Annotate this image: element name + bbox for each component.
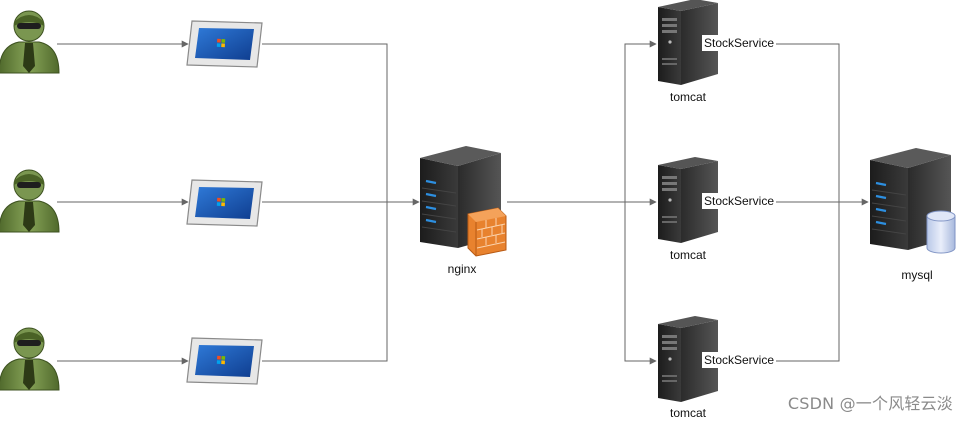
firewall-icon <box>467 207 507 257</box>
tablet-icon <box>186 179 263 227</box>
tablet-icon <box>186 337 263 385</box>
edge-nginx-tomcat3 <box>624 202 657 365</box>
nginx-node: nginx <box>418 144 507 276</box>
watermark: CSDN @一个风轻云淡 <box>787 394 953 413</box>
edge-tablet1-nginx <box>262 43 388 202</box>
tomcat-label: tomcat <box>670 406 707 420</box>
edge-tomcat3-mysql <box>776 202 840 362</box>
mysql-node: mysql <box>868 146 956 282</box>
service-label: StockService <box>704 353 774 367</box>
edges <box>57 40 869 365</box>
service-label: StockService <box>704 36 774 50</box>
edge-tablet3-nginx <box>262 202 388 362</box>
edge-nginx-tomcat1 <box>624 40 657 202</box>
user-icon <box>0 10 60 74</box>
database-icon <box>926 210 956 254</box>
tomcat-label: tomcat <box>670 90 707 104</box>
user-icon <box>0 327 60 391</box>
tomcat-node-2: StockService tomcat <box>658 157 776 262</box>
nginx-label: nginx <box>448 262 477 276</box>
mysql-label: mysql <box>901 268 932 282</box>
service-label: StockService <box>704 194 774 208</box>
tablet-icon <box>186 20 263 68</box>
edge-tomcat1-mysql <box>776 43 840 202</box>
tomcat-node-1: StockService tomcat <box>658 0 776 104</box>
user-icon <box>0 169 60 233</box>
tomcat-node-3: StockService tomcat <box>658 316 776 420</box>
tomcat-label: tomcat <box>670 248 707 262</box>
